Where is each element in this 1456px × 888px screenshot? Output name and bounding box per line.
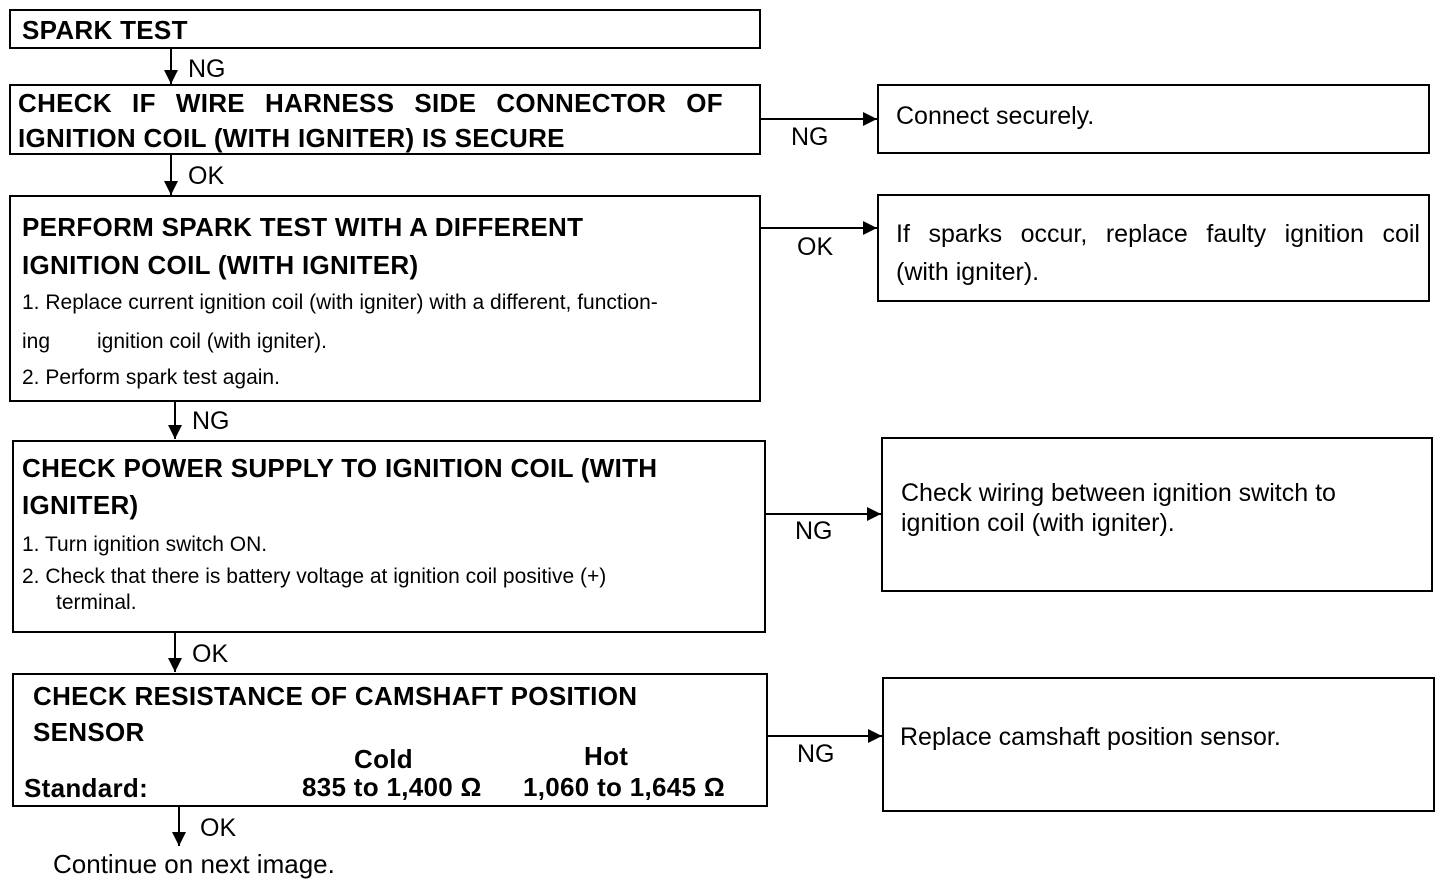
step-instruction-1: 1. Turn ignition switch ON. bbox=[22, 533, 268, 556]
step-title-line1: CHECK POWER SUPPLY TO IGNITION COIL (WIT… bbox=[22, 453, 658, 483]
step-instruction-2-cont: terminal. bbox=[56, 591, 137, 614]
step-power-supply: CHECK POWER SUPPLY TO IGNITION COIL (WIT… bbox=[12, 440, 766, 633]
label-ng: NG bbox=[192, 407, 230, 435]
label-ok: OK bbox=[192, 640, 229, 668]
standard-label: Standard: bbox=[24, 773, 149, 803]
result-replace-coil: If sparks occur, replace faulty ignition… bbox=[877, 194, 1430, 302]
step-title-line1: CHECK RESISTANCE OF CAMSHAFT POSITION bbox=[33, 681, 638, 711]
hot-header: Hot bbox=[584, 741, 629, 771]
step-instruction-2: 2. Perform spark test again. bbox=[22, 366, 280, 389]
step-title: SPARK TEST bbox=[22, 15, 188, 45]
continue-note: Continue on next image. bbox=[53, 849, 335, 879]
step-camshaft-resistance: CHECK RESISTANCE OF CAMSHAFT POSITION SE… bbox=[12, 673, 768, 807]
cold-header: Cold bbox=[354, 744, 413, 774]
step-instruction-1: 1. Replace current ignition coil (with i… bbox=[22, 291, 658, 314]
word: SIDE bbox=[414, 88, 477, 118]
word: HARNESS bbox=[265, 88, 395, 118]
word: CONNECTOR bbox=[496, 88, 667, 118]
word: IF bbox=[132, 88, 156, 118]
result-connect-securely: Connect securely. bbox=[877, 84, 1430, 154]
label-ng: NG bbox=[188, 55, 226, 83]
word: faulty bbox=[1206, 220, 1267, 248]
step-title-line1: CHECK IF WIRE HARNESS SIDE CONNECTOR OF bbox=[18, 88, 723, 119]
step-different-coil: PERFORM SPARK TEST WITH A DIFFERENT IGNI… bbox=[9, 195, 761, 402]
step-instruction-2: 2. Check that there is battery voltage a… bbox=[22, 565, 607, 588]
result-text-line2: (with igniter). bbox=[896, 258, 1040, 286]
result-check-wiring: Check wiring between ignition switch to … bbox=[881, 437, 1433, 592]
result-text-line1: If sparks occur, replace faulty ignition… bbox=[896, 220, 1420, 249]
word: sparks bbox=[928, 220, 1003, 248]
word: WIRE bbox=[175, 88, 245, 118]
step-title-line1: PERFORM SPARK TEST WITH A DIFFERENT bbox=[22, 212, 584, 242]
step-title-line2: IGNITION COIL (WITH IGNITER) IS SECURE bbox=[18, 123, 565, 153]
step-instruction-1-cont-a: ing bbox=[22, 330, 51, 353]
result-text: Connect securely. bbox=[896, 102, 1095, 130]
step-spark-test: SPARK TEST bbox=[9, 9, 761, 49]
word: If bbox=[896, 220, 910, 248]
step-instruction-1-cont-b: ignition coil (with igniter). bbox=[97, 330, 327, 353]
result-text-line1: Check wiring between ignition switch to bbox=[901, 479, 1336, 507]
result-text: Replace camshaft position sensor. bbox=[900, 723, 1281, 751]
step-title-line2: IGNITION COIL (WITH IGNITER) bbox=[22, 250, 419, 280]
label-ng: NG bbox=[797, 740, 835, 768]
label-ok: OK bbox=[797, 233, 834, 261]
word: OF bbox=[686, 88, 723, 118]
word: occur, bbox=[1020, 220, 1088, 248]
result-text-line2: ignition coil (with igniter). bbox=[901, 509, 1175, 537]
label-ok: OK bbox=[188, 162, 225, 190]
label-ng: NG bbox=[795, 517, 833, 545]
word: ignition bbox=[1284, 220, 1364, 248]
word: coil bbox=[1382, 220, 1420, 248]
step-title-line2: SENSOR bbox=[33, 717, 145, 747]
label-ok: OK bbox=[200, 814, 237, 842]
label-ng: NG bbox=[791, 123, 829, 151]
word: replace bbox=[1105, 220, 1188, 248]
step-title-line2: IGNITER) bbox=[22, 490, 139, 520]
hot-value: 1,060 to 1,645 Ω bbox=[523, 772, 725, 802]
step-harness-check: CHECK IF WIRE HARNESS SIDE CONNECTOR OF … bbox=[9, 84, 761, 155]
result-replace-sensor: Replace camshaft position sensor. bbox=[882, 677, 1435, 812]
word: CHECK bbox=[18, 88, 112, 118]
cold-value: 835 to 1,400 Ω bbox=[302, 772, 482, 802]
